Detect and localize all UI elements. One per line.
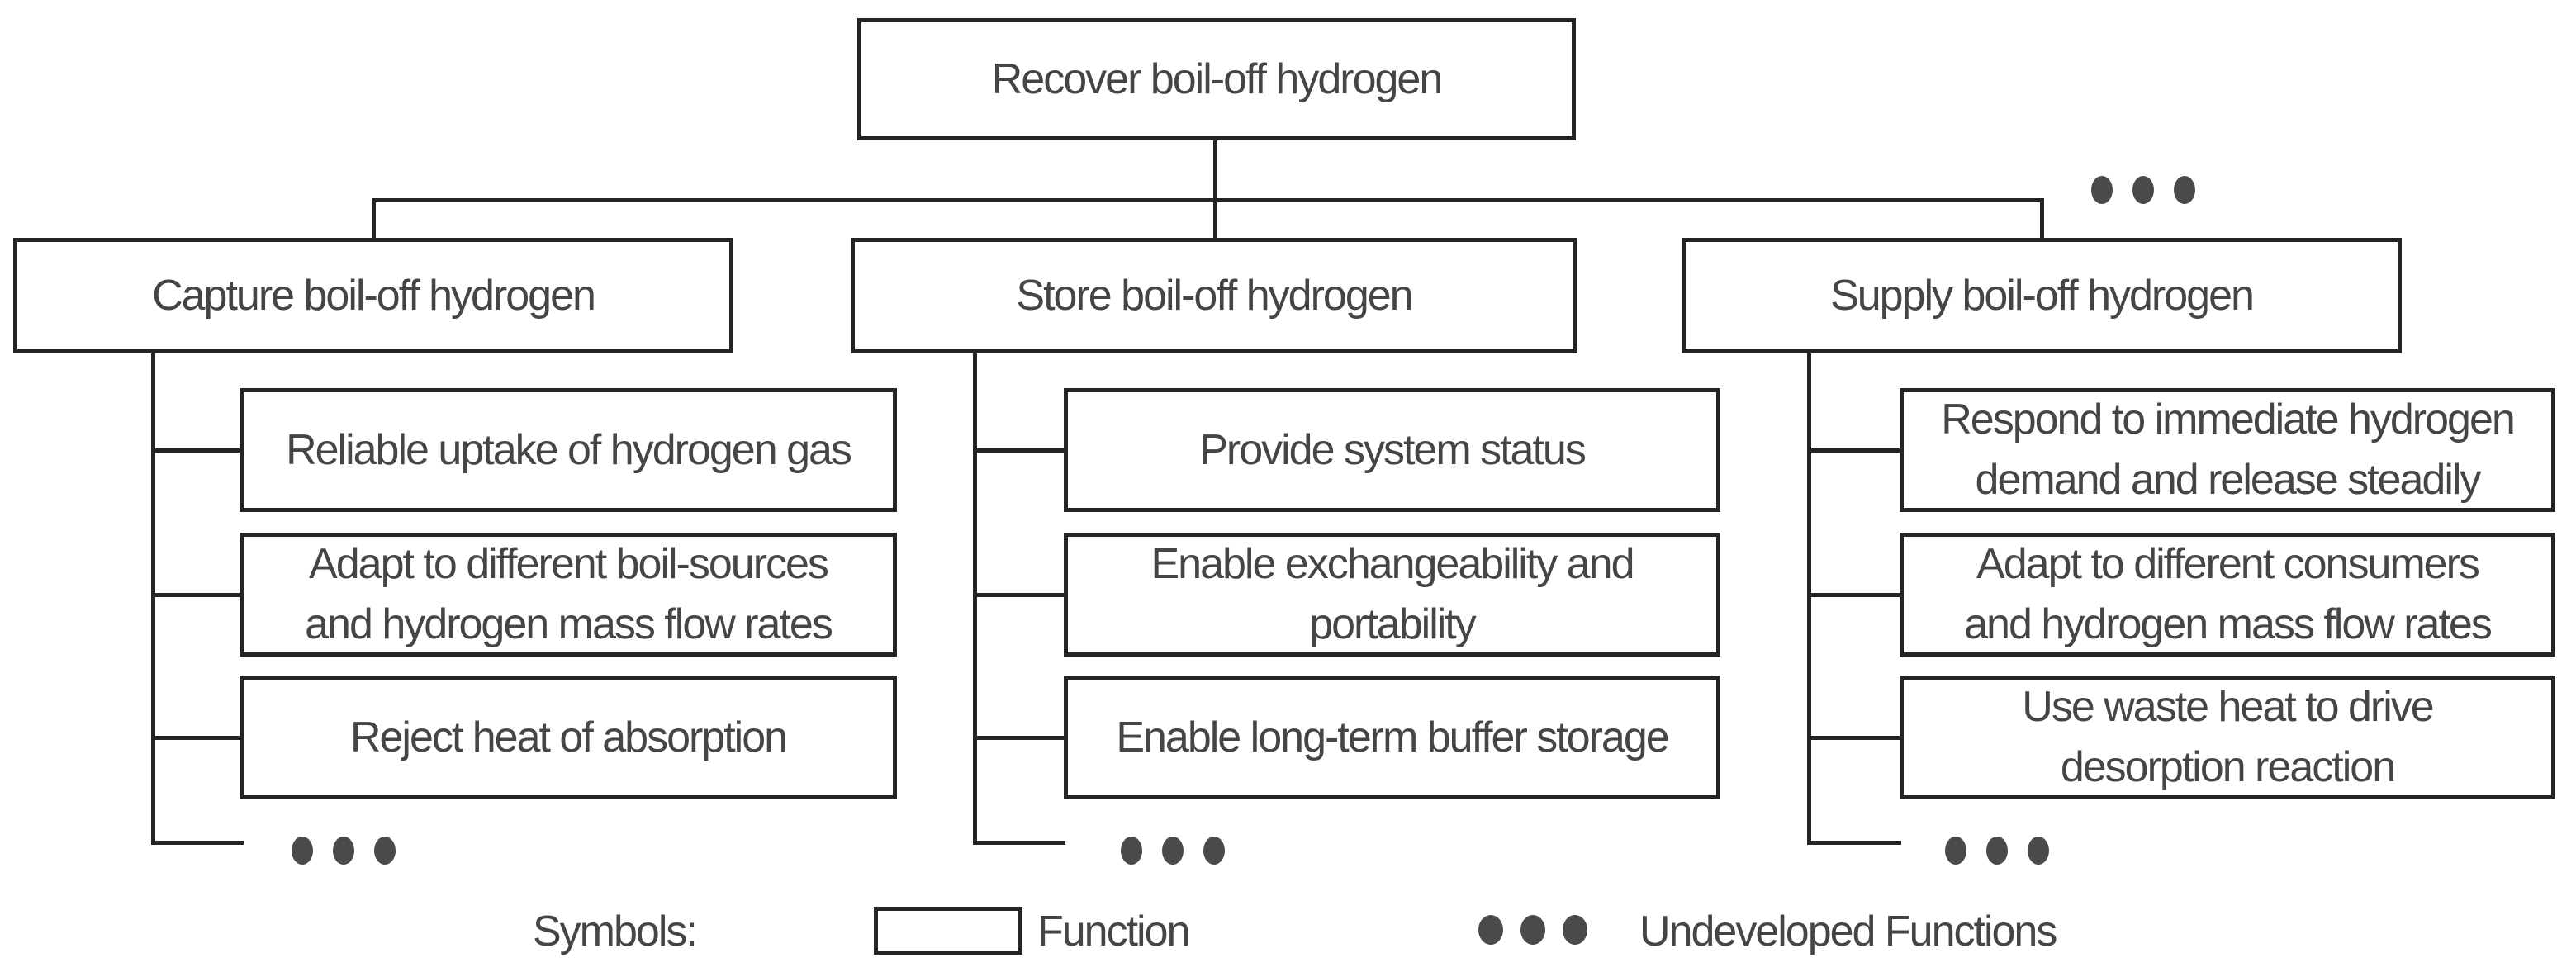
branch-box-capture: Capture boil-off hydrogen	[13, 238, 733, 353]
connector-stub	[151, 448, 240, 453]
legend-function-label: Function	[1037, 908, 1190, 955]
undeveloped-functions-store-icon	[1121, 837, 1225, 865]
connector-trunk-capture	[151, 352, 155, 845]
connector-stub	[973, 736, 1064, 740]
subfunction-box: Reliable uptake of hydrogen gas	[240, 388, 897, 512]
dot-icon	[2028, 837, 2049, 865]
undeveloped-functions-capture-icon	[292, 837, 396, 865]
dot-icon	[1478, 915, 1503, 945]
dot-icon	[1563, 915, 1587, 945]
subfunction-box: Enable long-term buffer storage	[1064, 676, 1720, 799]
connector-tail	[151, 841, 244, 845]
dot-icon	[2132, 176, 2154, 204]
dot-icon	[374, 837, 396, 865]
dot-icon	[333, 837, 354, 865]
subfunction-box: Adapt to different boil-sources and hydr…	[240, 533, 897, 657]
subfunction-box: Respond to immediate hydrogen demand and…	[1900, 388, 2555, 512]
subfunction-box: Reject heat of absorption	[240, 676, 897, 799]
connector-root-stub	[1213, 140, 1217, 238]
dot-icon	[1121, 837, 1142, 865]
connector-stub-capture	[372, 198, 376, 238]
branch-box-supply: Supply boil-off hydrogen	[1682, 238, 2402, 353]
connector-stub	[1807, 448, 1900, 453]
connector-trunk-supply	[1807, 352, 1811, 845]
connector-stub	[973, 448, 1064, 453]
root-function-box: Recover boil-off hydrogen	[857, 18, 1576, 140]
legend-undeveloped-dots-icon	[1478, 915, 1587, 945]
connector-stub-supply	[2040, 198, 2044, 238]
dot-icon	[1520, 915, 1545, 945]
dot-icon	[1945, 837, 1966, 865]
connector-stub	[1807, 736, 1900, 740]
connector-stub	[151, 736, 240, 740]
branch-box-store: Store boil-off hydrogen	[851, 238, 1577, 353]
connector-stub	[151, 593, 240, 597]
dot-icon	[2091, 176, 2113, 204]
dot-icon	[292, 837, 313, 865]
dot-icon	[1203, 837, 1225, 865]
subfunction-box: Adapt to different consumers and hydroge…	[1900, 533, 2555, 657]
connector-stub	[973, 593, 1064, 597]
subfunction-box: Provide system status	[1064, 388, 1720, 512]
dot-icon	[1162, 837, 1184, 865]
legend-undeveloped-label: Undeveloped Functions	[1639, 908, 2057, 955]
connector-stub	[1807, 593, 1900, 597]
connector-rail	[373, 198, 2044, 202]
undeveloped-functions-top-icon	[2091, 176, 2195, 204]
undeveloped-functions-supply-icon	[1945, 837, 2049, 865]
legend-title: Symbols:	[533, 908, 698, 955]
subfunction-box: Use waste heat to drive desorption react…	[1900, 676, 2555, 799]
connector-tail	[973, 841, 1065, 845]
dot-icon	[1986, 837, 2008, 865]
subfunction-box: Enable exchangeability and portability	[1064, 533, 1720, 657]
connector-tail	[1807, 841, 1901, 845]
connector-trunk-store	[973, 352, 977, 845]
dot-icon	[2174, 176, 2195, 204]
legend-function-swatch	[874, 907, 1022, 955]
